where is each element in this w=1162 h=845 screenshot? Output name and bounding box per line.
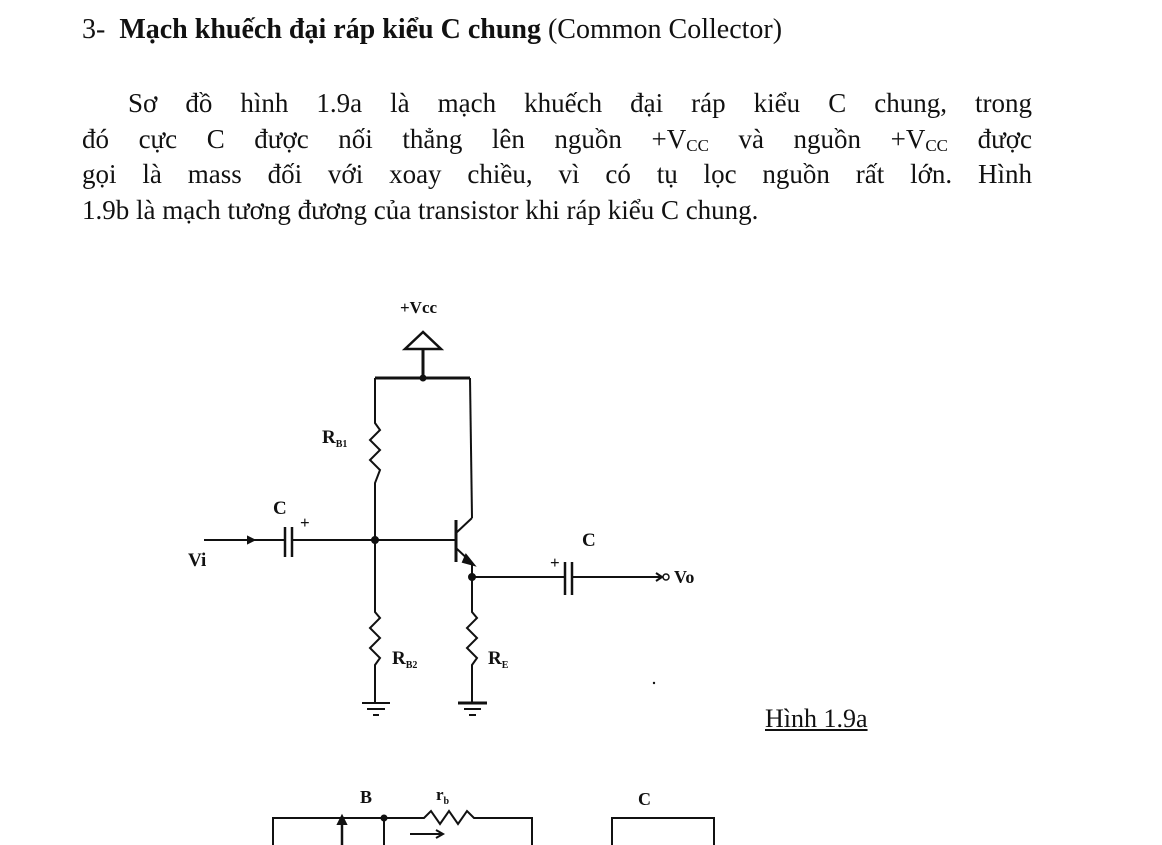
- body-paragraph: Sơ đồ hình 1.9a là mạch khuếch đại ráp k…: [82, 86, 1032, 228]
- arrow-icon: [435, 829, 446, 839]
- text-run: và nguồn +V: [708, 123, 926, 154]
- vo-label: Vo: [674, 567, 694, 587]
- vcc-label: +Vcc: [400, 298, 438, 317]
- junction-dot: [419, 374, 427, 382]
- vi-label: Vi: [188, 550, 206, 571]
- emitter-arrow-icon: [461, 553, 477, 567]
- arrow-icon: [336, 813, 348, 825]
- cap-out-label: C: [582, 530, 596, 551]
- paragraph-line: Sơ đồ hình 1.9a là mạch khuếch đại ráp k…: [128, 88, 1032, 118]
- speck: [652, 681, 656, 685]
- section-title: Mạch khuếch đại ráp kiểu C chung: [119, 14, 541, 45]
- transistor-collector: [455, 517, 473, 534]
- ground-icon: [362, 702, 390, 716]
- equivalent-circuit-loop: [272, 809, 533, 845]
- paragraph-line: gọi là mass đối với xoay chiều, vì có tụ…: [82, 159, 1032, 189]
- collector-branch: [611, 817, 715, 845]
- wire: [469, 377, 473, 519]
- re-label: RE: [488, 648, 509, 671]
- figure-caption: Hình 1.9a: [765, 704, 868, 733]
- b-label: B: [360, 787, 372, 807]
- output-terminal: [662, 573, 670, 581]
- vcc-supply-symbol: [401, 330, 445, 351]
- c-label: C: [638, 789, 651, 809]
- subscript: CC: [925, 135, 949, 155]
- subscript: CC: [686, 135, 709, 155]
- resistor-re: [465, 577, 479, 702]
- text-run: được: [948, 123, 1032, 154]
- plus-label: +: [550, 553, 560, 572]
- rb-label: rb: [436, 785, 450, 807]
- resistor-rb1: [368, 378, 382, 540]
- section-title-english: (Common Collector): [547, 14, 783, 45]
- paragraph-line: đó cực C được nối thẳng lên nguồn +VCC v…: [82, 122, 1032, 158]
- rb1-label: RB1: [322, 427, 347, 450]
- cap-in-label: C: [273, 498, 287, 519]
- text-run: đó cực C được nối thẳng lên nguồn +V: [82, 123, 687, 154]
- paragraph-line: 1.9b là mạch tương đương của transistor …: [82, 194, 759, 225]
- section-number: 3-: [82, 14, 106, 45]
- arrow-icon: [247, 535, 257, 545]
- resistor-rb2: [368, 540, 382, 702]
- junction-dot: [380, 814, 388, 822]
- section-heading: 3- Mạch khuếch đại ráp kiểu C chung (Com…: [82, 14, 782, 46]
- rb2-label: RB2: [392, 648, 417, 671]
- arrow-icon: [655, 572, 664, 582]
- ground-icon: [458, 701, 487, 716]
- plus-label: +: [300, 513, 310, 532]
